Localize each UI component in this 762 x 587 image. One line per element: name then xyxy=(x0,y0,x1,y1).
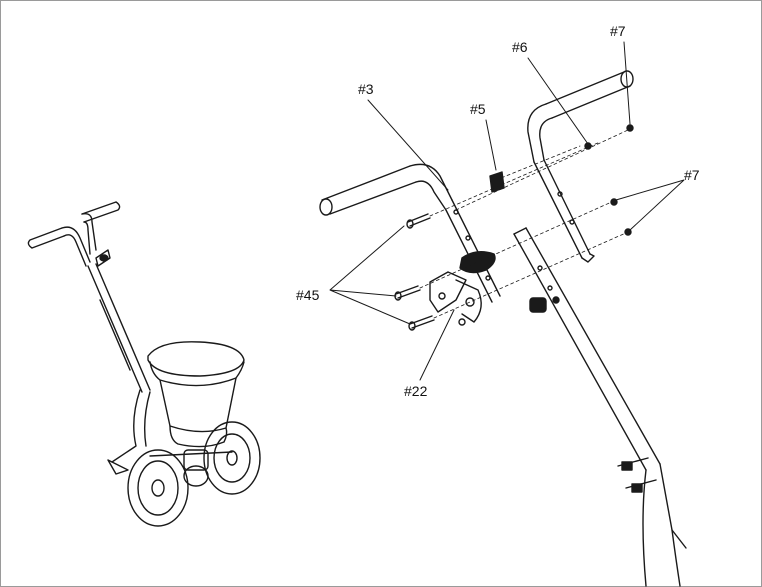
label-part-45: #45 xyxy=(296,287,320,303)
bracket-part-22 xyxy=(429,271,482,326)
assembled-spreader-illustration xyxy=(27,201,261,527)
label-part-3: #3 xyxy=(358,81,374,97)
nuts-part-7 xyxy=(584,124,634,236)
assembly-lines xyxy=(419,129,629,319)
leader-lines xyxy=(329,41,685,381)
right-handle-part-6 xyxy=(527,70,634,263)
bolts-part-45 xyxy=(394,213,435,331)
label-part-7-right: #7 xyxy=(684,167,700,183)
part-labels: #3 #5 #6 #7 #7 #45 #22 xyxy=(296,23,700,399)
label-part-5: #5 xyxy=(470,101,486,117)
tube-nut xyxy=(529,296,560,313)
lower-tube xyxy=(513,227,687,587)
label-part-7-top: #7 xyxy=(610,23,626,39)
label-part-22: #22 xyxy=(404,383,428,399)
nut-part-5 xyxy=(489,171,505,193)
label-part-6: #6 xyxy=(512,39,528,55)
left-handle-part-3 xyxy=(319,163,501,303)
